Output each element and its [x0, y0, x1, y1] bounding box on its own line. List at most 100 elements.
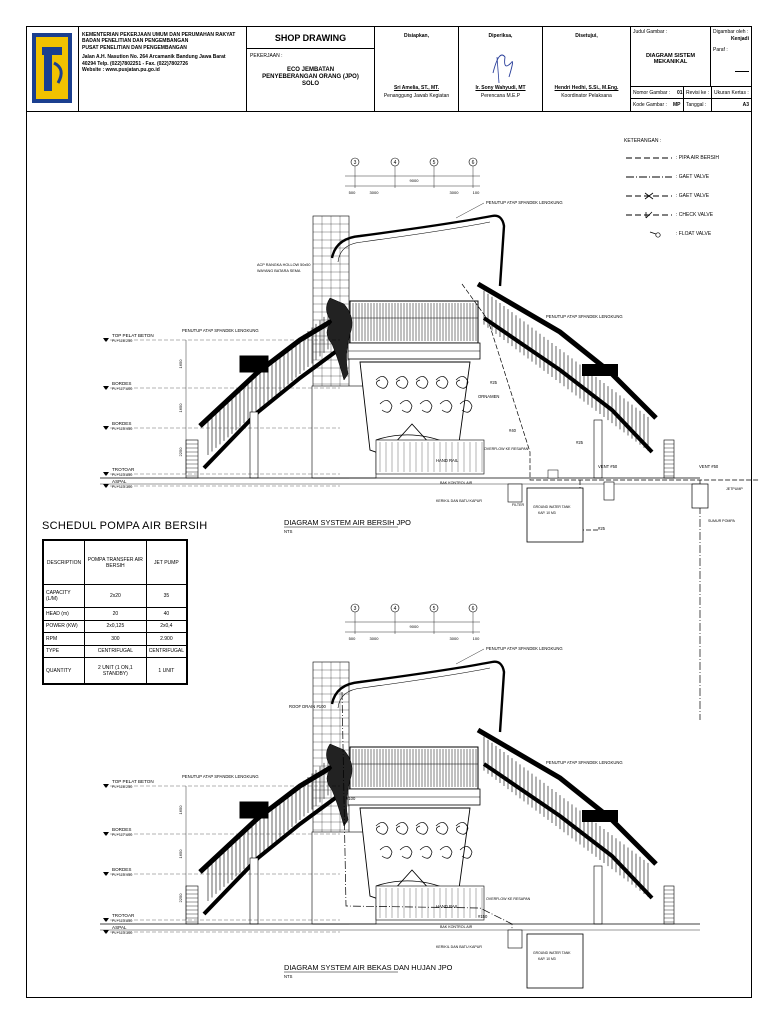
- level-name: TROTOAR: [112, 467, 135, 472]
- schedule-cell: 1 UNIT: [145, 657, 188, 684]
- ornament-swirl: [415, 822, 429, 835]
- paraf-line: [735, 71, 749, 72]
- diperiksa-role: Perencana M.E.P: [480, 93, 521, 99]
- disiapkan-label: Disiapkan,: [403, 33, 429, 39]
- diagram-scale: NTS: [284, 974, 293, 979]
- dim-label: 3000: [370, 636, 380, 641]
- level-name: TOP PELAT BETON: [112, 779, 154, 784]
- project-name: ECO JEMBATAN PENYEBERANGAN ORANG (JPO) S…: [262, 67, 359, 87]
- ornament-panel: [359, 807, 471, 902]
- note-kerikil: KERIKIL DAN BATU KAPUR: [436, 499, 482, 503]
- ornament-swirl: [419, 400, 433, 413]
- ornament-swirl: [435, 376, 449, 389]
- wayang-figure: [326, 743, 353, 827]
- note-batara: WAYANG BATARA SEMA: [257, 269, 301, 273]
- pump-unit: [547, 469, 559, 479]
- pump-schedule-table: DESCRIPTION POMPA TRANSFER AIR BERSIH JE…: [42, 539, 188, 685]
- org-info: KEMENTERIAN PEKERJAAN UMUM DAN PERUMAHAN…: [79, 27, 247, 111]
- grid-label: 5: [433, 160, 436, 166]
- note-bak: BAK KONTROL AIR: [440, 481, 473, 485]
- note-pipe150: #150: [478, 914, 488, 919]
- level-elev: PL+116.250: [112, 785, 132, 789]
- title-block: KEMENTERIAN PEKERJAAN UMUM DAN PERUMAHAN…: [27, 27, 751, 112]
- note-roof-left: PENUTUP ATAP SPANDEK LENGKUNG: [182, 774, 259, 779]
- stair-column: [249, 857, 259, 925]
- org-line: BADAN PENELITIAN DAN PENGEMBANGAN: [82, 38, 189, 45]
- level-elev: PL+117.600: [112, 833, 132, 837]
- ukuran-value: A3: [742, 102, 749, 108]
- org-line: 40294 Telp. (022)7802251 - Fax. (022)780…: [82, 60, 189, 67]
- dim-label: 500: [349, 636, 356, 641]
- note-vent: VENT #50: [699, 464, 719, 469]
- ornament-swirl: [439, 846, 453, 859]
- level-name: ASPAL: [112, 925, 127, 930]
- grid-label: 5: [433, 606, 436, 612]
- ornament-swirl: [375, 376, 389, 389]
- leader: [455, 202, 485, 219]
- digambar-value: Kenjadi: [730, 36, 749, 42]
- kode-value: MP: [673, 102, 681, 108]
- diagram-title: DIAGRAM SYSTEM AIR BEKAS DAN HUJAN JPO: [284, 963, 453, 972]
- note-roof-right: PENUTUP ATAP SPANDEK LENGKUNG: [546, 760, 623, 765]
- deck-railing: [349, 746, 479, 790]
- dashdot-line-icon: [626, 176, 672, 178]
- wayang-figure: [326, 297, 353, 381]
- gate-valve-icon: [626, 192, 672, 200]
- schedule-cell: CAPACITY (L/M): [42, 583, 86, 609]
- dash-line-icon: [626, 157, 672, 159]
- note-jetpump: JETPUMP: [726, 487, 743, 491]
- schedule-title: SCHEDUL POMPA AIR BERSIH: [42, 520, 208, 532]
- grid-label: 3: [354, 606, 357, 612]
- note-pipe100: #100: [346, 796, 356, 801]
- digambar-label: Digambar oleh :: [713, 29, 749, 35]
- ground-water-tank: [526, 933, 584, 989]
- level-elev: PL+113.300: [112, 485, 132, 489]
- ornament-swirl: [415, 376, 429, 389]
- clean-water-pipe: [461, 283, 760, 481]
- legend-label: : PIPA AIR BERSIH: [676, 155, 719, 161]
- vdim-label: 1650: [178, 359, 183, 369]
- legend-item: : PIPA AIR BERSIH: [624, 154, 744, 162]
- note-kerikil: KERIKIL DAN BATU KAPUR: [436, 945, 482, 949]
- dim-label: 500: [349, 190, 356, 195]
- disiapkan-cell: Disiapkan, Sri Amelia, ST., MT. Penanggu…: [375, 27, 459, 111]
- tank-label: GROUND WATER TANK: [533, 951, 571, 955]
- diperiksa-cell: Diperiksa, Ir. Sony Wahyudi, MT Perencan…: [459, 27, 543, 111]
- drawing-info-cell: Judul Gambar : DIAGRAM SISTEM MEKANIKAL …: [631, 27, 751, 111]
- note-bak: BAK KONTROL AIR: [440, 925, 473, 929]
- level-elev: PL+117.600: [112, 387, 132, 391]
- disetujui-label: Disetujui,: [575, 33, 598, 39]
- level-elev: PL+113.850: [112, 919, 132, 923]
- diagram-scale: NTS: [284, 529, 293, 534]
- ornament-swirl: [459, 400, 473, 413]
- vdim-label: 2250: [178, 447, 183, 457]
- note-acp: ACP RANGKA HOLLOW 50x50: [257, 263, 311, 267]
- grid-label: 4: [394, 606, 397, 612]
- note-pipe25: #25: [490, 380, 498, 385]
- ornament-swirl: [379, 846, 393, 859]
- drawing-sheet: KEMENTERIAN PEKERJAAN UMUM DAN PERUMAHAN…: [26, 26, 752, 998]
- ornament-swirl: [379, 400, 393, 413]
- legend-label: : GAET VALVE: [676, 174, 710, 180]
- level-name: BORDES: [112, 867, 131, 872]
- handrail-ramp: [375, 439, 485, 475]
- note-ornamen: ORNAMEN: [478, 394, 499, 399]
- level-elev: PL+115.950: [112, 873, 132, 877]
- grid-label: 4: [394, 160, 397, 166]
- ornament-swirl: [375, 822, 389, 835]
- shop-drawing-title: SHOP DRAWING: [247, 27, 374, 49]
- right-stair-handrail: [476, 727, 658, 866]
- dim-label: 9000: [410, 624, 420, 629]
- tank-label: GROUND WATER TANK: [533, 505, 571, 509]
- legend-label: : FLOAT VALVE: [676, 231, 712, 237]
- note-handrail: HAND RAIL: [436, 904, 459, 909]
- dim-label: 3000: [370, 190, 380, 195]
- stair-pier: [663, 885, 675, 925]
- legend-item: : CHECK VALVE: [624, 211, 744, 219]
- landing-block: [239, 355, 269, 373]
- disetujui-cell: Disetujui, Hendri Hedhi, S.Si., M.Eng. K…: [543, 27, 631, 111]
- note-roof-right: PENUTUP ATAP SPANDEK LENGKUNG: [546, 314, 623, 319]
- level-name: ASPAL: [112, 479, 127, 484]
